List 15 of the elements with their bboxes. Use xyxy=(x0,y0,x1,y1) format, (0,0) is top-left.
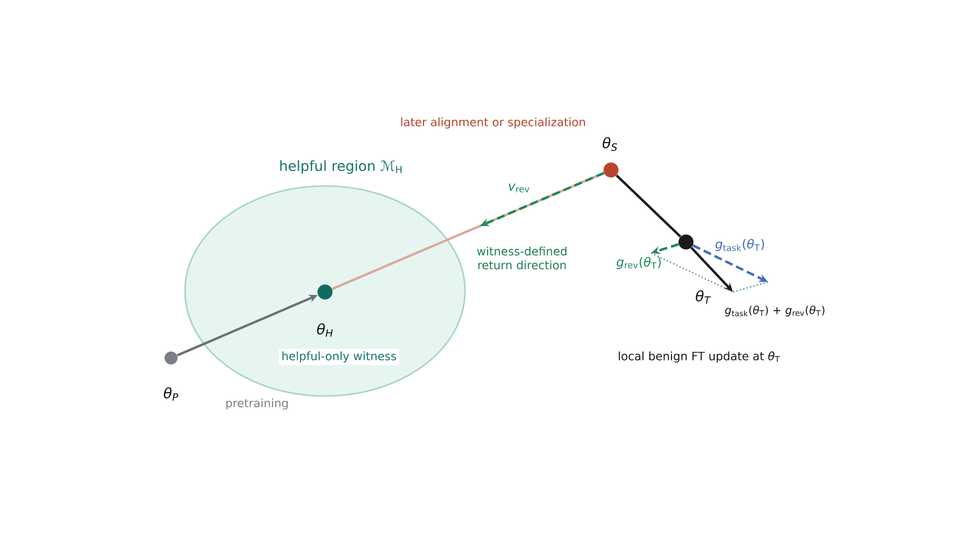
edge-label: v$_{rev}$ xyxy=(508,184,530,192)
point-label: θ$_{P}$ xyxy=(164,387,178,401)
caption-text: pretraining xyxy=(226,398,288,410)
edge-label: g$_{task}$(θ$_{T}$) xyxy=(715,238,764,252)
annotation-text: later alignment or specialization xyxy=(401,117,585,129)
caption-text: local benign FT update at θ$_{T}$ xyxy=(618,351,780,363)
edge-label: witness-defined return direction xyxy=(477,246,566,270)
region-title: helpful region ℳ$_{H}$ xyxy=(280,160,402,174)
point-label: θ$_{T}$ xyxy=(696,290,711,304)
line xyxy=(616,174,682,238)
edge-label: g$_{rev}$(θ$_{T}$) xyxy=(616,256,661,270)
point-label: θ$_{H}$ xyxy=(317,323,333,337)
witness-label: helpful-only witness xyxy=(278,348,400,366)
point-label: θ$_{S}$ xyxy=(602,137,618,151)
edge-label: g$_{task}$(θ$_{T}$) + g$_{rev}$(θ$_{T}$) xyxy=(725,306,824,316)
